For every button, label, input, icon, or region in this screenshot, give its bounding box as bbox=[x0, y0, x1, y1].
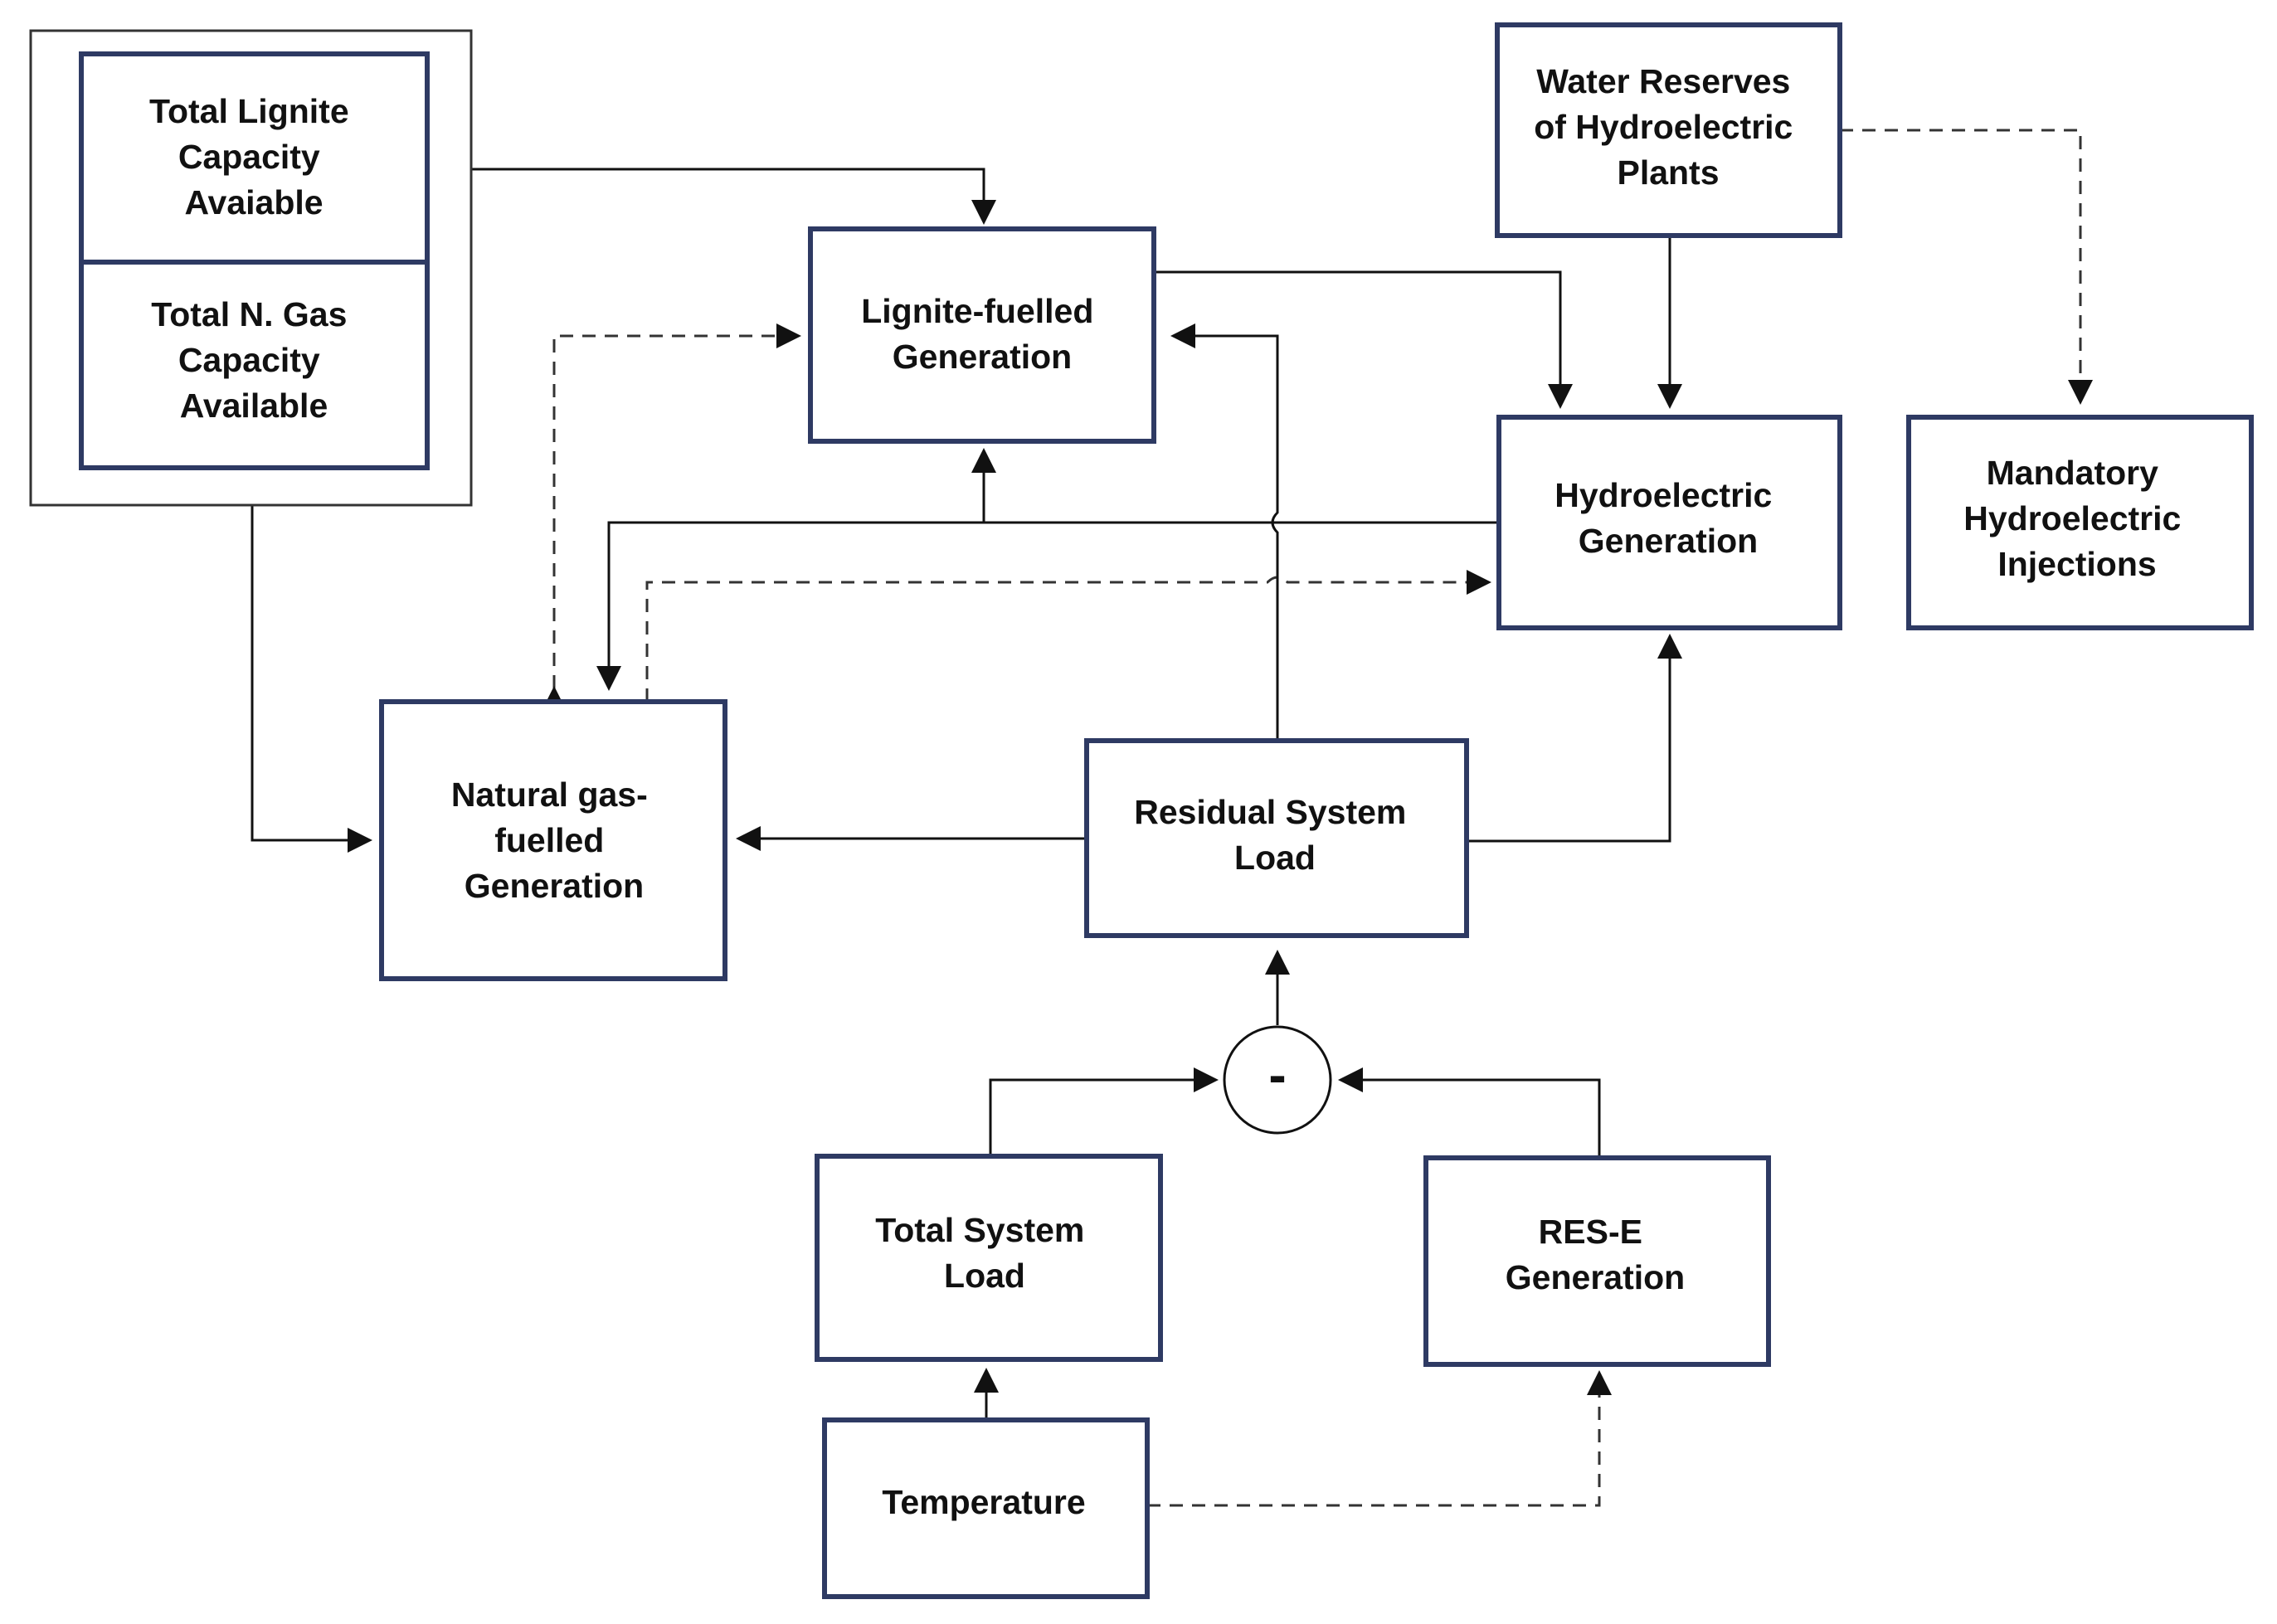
edge-water-to-mandatory bbox=[1840, 129, 2093, 405]
edge-hydro-to-lignite-gen bbox=[971, 448, 1499, 524]
node-label: Total System Load bbox=[875, 1211, 1094, 1295]
node-label: Temperature bbox=[882, 1483, 1085, 1521]
node-lignite-generation: Lignite-fuelled Generation bbox=[808, 226, 1156, 444]
node-water-reserves: Water Reserves of Hydroelectric Plants bbox=[1495, 22, 1842, 238]
node-total-gas-capacity: Total N. Gas Capacity Available bbox=[79, 260, 430, 470]
subtraction-junction: - bbox=[1223, 1025, 1332, 1135]
edge-lignite-gen-to-hydro-gen bbox=[1154, 270, 1573, 409]
node-label: Total N. Gas Capacity Available bbox=[151, 295, 357, 425]
edge-gas-capacity-to-gas-gen bbox=[251, 505, 372, 853]
edge-total-load-to-junction bbox=[989, 1067, 1219, 1156]
edge-lignite-capacity-to-lignite-gen bbox=[471, 168, 996, 225]
node-label: Water Reserves of Hydroelectric Plants bbox=[1534, 62, 1803, 192]
node-total-lignite-capacity: Total Lignite Capacity Avaiable bbox=[79, 51, 430, 265]
node-label: Lignite-fuelled Generation bbox=[861, 292, 1103, 376]
edge-gas-lignite-dashed bbox=[542, 323, 801, 711]
edge-res-to-junction bbox=[1338, 1067, 1601, 1158]
node-res-e-generation: RES-E Generation bbox=[1423, 1155, 1771, 1367]
edge-hydro-to-gas-gen bbox=[609, 521, 1287, 688]
node-label: Total Lignite Capacity Avaiable bbox=[149, 92, 358, 221]
node-residual-system-load: Residual System Load bbox=[1084, 738, 1469, 938]
minus-sign: - bbox=[1268, 1045, 1286, 1105]
node-label: Hydroelectric Generation bbox=[1554, 476, 1781, 560]
edges bbox=[251, 129, 2093, 1507]
node-temperature: Temperature bbox=[822, 1417, 1150, 1599]
node-mandatory-hydro-injections: Mandatory Hydroelectric Injections bbox=[1906, 415, 2254, 630]
nodes: Total Lignite Capacity Avaiable Total N.… bbox=[29, 22, 2254, 1599]
node-label: Natural gas- fuelled Generation bbox=[451, 776, 657, 905]
node-label: Mandatory Hydroelectric Injections bbox=[1963, 454, 2190, 583]
node-natural-gas-generation: Natural gas- fuelled Generation bbox=[379, 699, 727, 981]
node-label: Residual System Load bbox=[1134, 793, 1416, 877]
edge-gas-to-hydro-dashed bbox=[645, 570, 1491, 702]
edge-residual-to-hydro-gen bbox=[1467, 634, 1682, 843]
edge-temperature-to-res-dashed bbox=[1147, 1370, 1612, 1507]
node-hydroelectric-generation: Hydroelectric Generation bbox=[1496, 415, 1842, 630]
node-total-system-load: Total System Load bbox=[815, 1154, 1163, 1362]
edge-residual-to-lignite-gen bbox=[1170, 323, 1279, 741]
node-label: RES-E Generation bbox=[1506, 1213, 1685, 1296]
